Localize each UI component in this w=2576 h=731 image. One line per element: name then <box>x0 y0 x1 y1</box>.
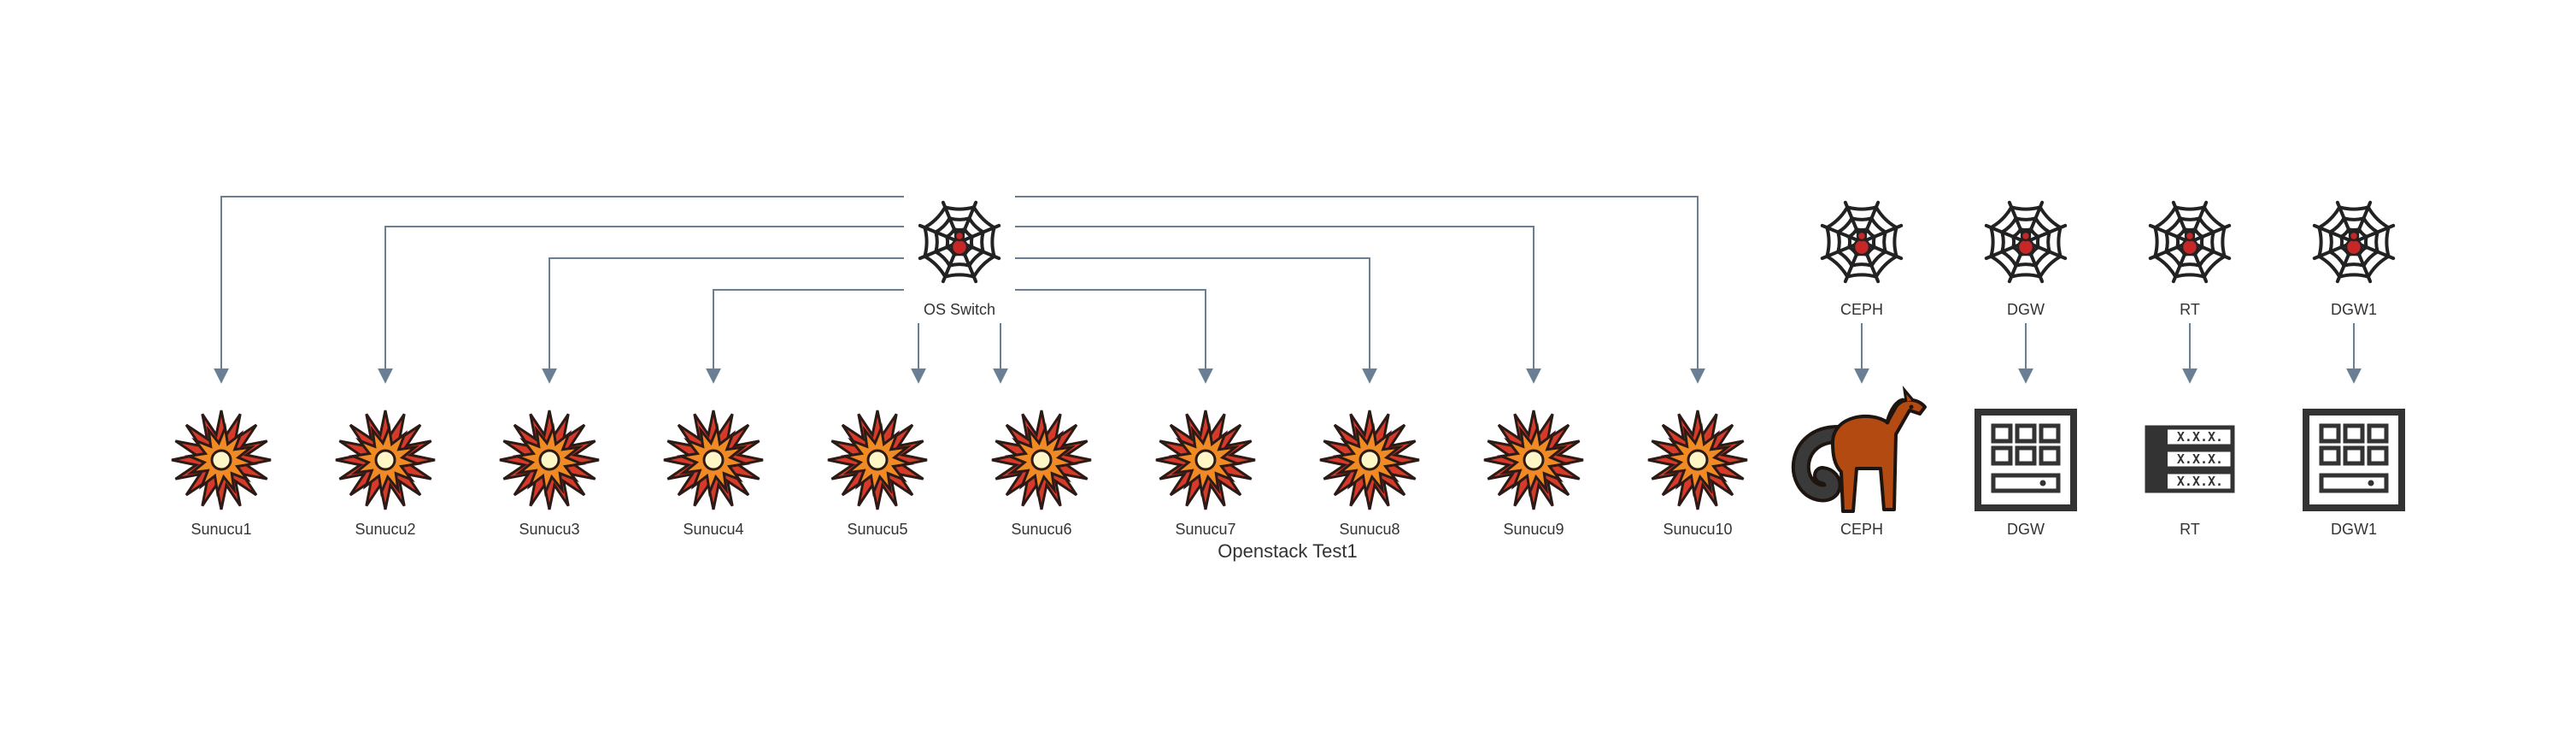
node-label: Sunucu2 <box>355 521 415 538</box>
edge-os-switch-to-sunucu3 <box>542 257 904 384</box>
starburst-icon <box>1647 410 1748 510</box>
diagram-title: Openstack Test1 <box>1218 540 1357 562</box>
edge-os-switch-to-sunucu7 <box>1015 289 1213 384</box>
router-cell-text: X.X.X. <box>2177 451 2223 467</box>
node-ceph[interactable]: CEPH <box>1791 385 1927 538</box>
switch-ceph-switch[interactable]: CEPH <box>1820 200 1904 318</box>
switch-label: DGW1 <box>2331 301 2377 318</box>
starburst-icon <box>1155 410 1256 510</box>
edges-layer <box>214 196 2362 384</box>
starburst-icon <box>499 410 600 510</box>
edge-os-switch-to-sunucu1 <box>214 196 904 384</box>
spider-web-icon <box>2148 200 2232 284</box>
node-label: Sunucu3 <box>519 521 579 538</box>
nodes-layer: Sunucu1 Sunucu2 Sunucu3 Sunucu4 Sunucu5 Sunuc… <box>171 385 2405 538</box>
router-cell-text: X.X.X. <box>2177 429 2223 445</box>
node-label: DGW <box>2007 521 2045 538</box>
edge-os-switch-to-sunucu10 <box>1015 196 1705 384</box>
edge-os-switch-to-sunucu8 <box>1015 257 1377 384</box>
horse-icon <box>1791 385 1927 513</box>
switch-dgw1-switch[interactable]: DGW1 <box>2312 200 2396 318</box>
node-sunucu10[interactable]: Sunucu10 <box>1647 410 1748 538</box>
node-label: CEPH <box>1840 521 1883 538</box>
switch-rt-switch[interactable]: RT <box>2148 200 2232 318</box>
node-sunucu7[interactable]: Sunucu7 <box>1155 410 1256 538</box>
node-sunucu3[interactable]: Sunucu3 <box>499 410 600 538</box>
switch-dgw-switch[interactable]: DGW <box>1984 200 2068 318</box>
node-label: Sunucu1 <box>191 521 251 538</box>
switch-label: DGW <box>2007 301 2045 318</box>
spider-web-icon <box>918 200 1001 284</box>
node-label: Sunucu6 <box>1011 521 1071 538</box>
starburst-icon <box>171 410 272 510</box>
switches-layer: OS Switch CEPH DGW RT DGW1 <box>918 200 2396 318</box>
node-sunucu1[interactable]: Sunucu1 <box>171 410 272 538</box>
edge-os-switch-to-sunucu2 <box>378 226 904 384</box>
node-sunucu4[interactable]: Sunucu4 <box>663 410 764 538</box>
switch-label: CEPH <box>1840 301 1883 318</box>
node-label: Sunucu7 <box>1175 521 1235 538</box>
node-label: RT <box>2180 521 2200 538</box>
node-label: Sunucu5 <box>847 521 907 538</box>
node-label: Sunucu4 <box>683 521 743 538</box>
starburst-icon <box>991 410 1092 510</box>
starburst-icon <box>1483 410 1584 510</box>
spider-web-icon <box>1984 200 2068 284</box>
node-sunucu9[interactable]: Sunucu9 <box>1483 410 1584 538</box>
switch-label: RT <box>2180 301 2200 318</box>
node-sunucu8[interactable]: Sunucu8 <box>1319 410 1420 538</box>
router-cell-text: X.X.X. <box>2177 474 2223 489</box>
edge-os-switch-to-sunucu4 <box>706 289 904 384</box>
router-table-icon: X.X.X. X.X.X. X.X.X. <box>2145 425 2235 493</box>
starburst-icon <box>335 410 436 510</box>
server-grid-icon <box>2303 409 2405 511</box>
server-grid-icon <box>1975 409 2077 511</box>
node-sunucu6[interactable]: Sunucu6 <box>991 410 1092 538</box>
node-sunucu2[interactable]: Sunucu2 <box>335 410 436 538</box>
node-rt[interactable]: X.X.X. X.X.X. X.X.X. RT <box>2145 425 2235 538</box>
node-dgw[interactable]: DGW <box>1975 409 2077 538</box>
switch-label: OS Switch <box>924 301 995 318</box>
switch-os-switch[interactable]: OS Switch <box>918 200 1001 318</box>
starburst-icon <box>827 410 928 510</box>
node-dgw1[interactable]: DGW1 <box>2303 409 2405 538</box>
node-label: Sunucu10 <box>1663 521 1732 538</box>
spider-web-icon <box>1820 200 1904 284</box>
node-label: Sunucu8 <box>1339 521 1399 538</box>
node-label: DGW1 <box>2331 521 2377 538</box>
node-label: Sunucu9 <box>1503 521 1564 538</box>
starburst-icon <box>663 410 764 510</box>
spider-web-icon <box>2312 200 2396 284</box>
node-sunucu5[interactable]: Sunucu5 <box>827 410 928 538</box>
edge-os-switch-to-sunucu9 <box>1015 226 1541 384</box>
starburst-icon <box>1319 410 1420 510</box>
